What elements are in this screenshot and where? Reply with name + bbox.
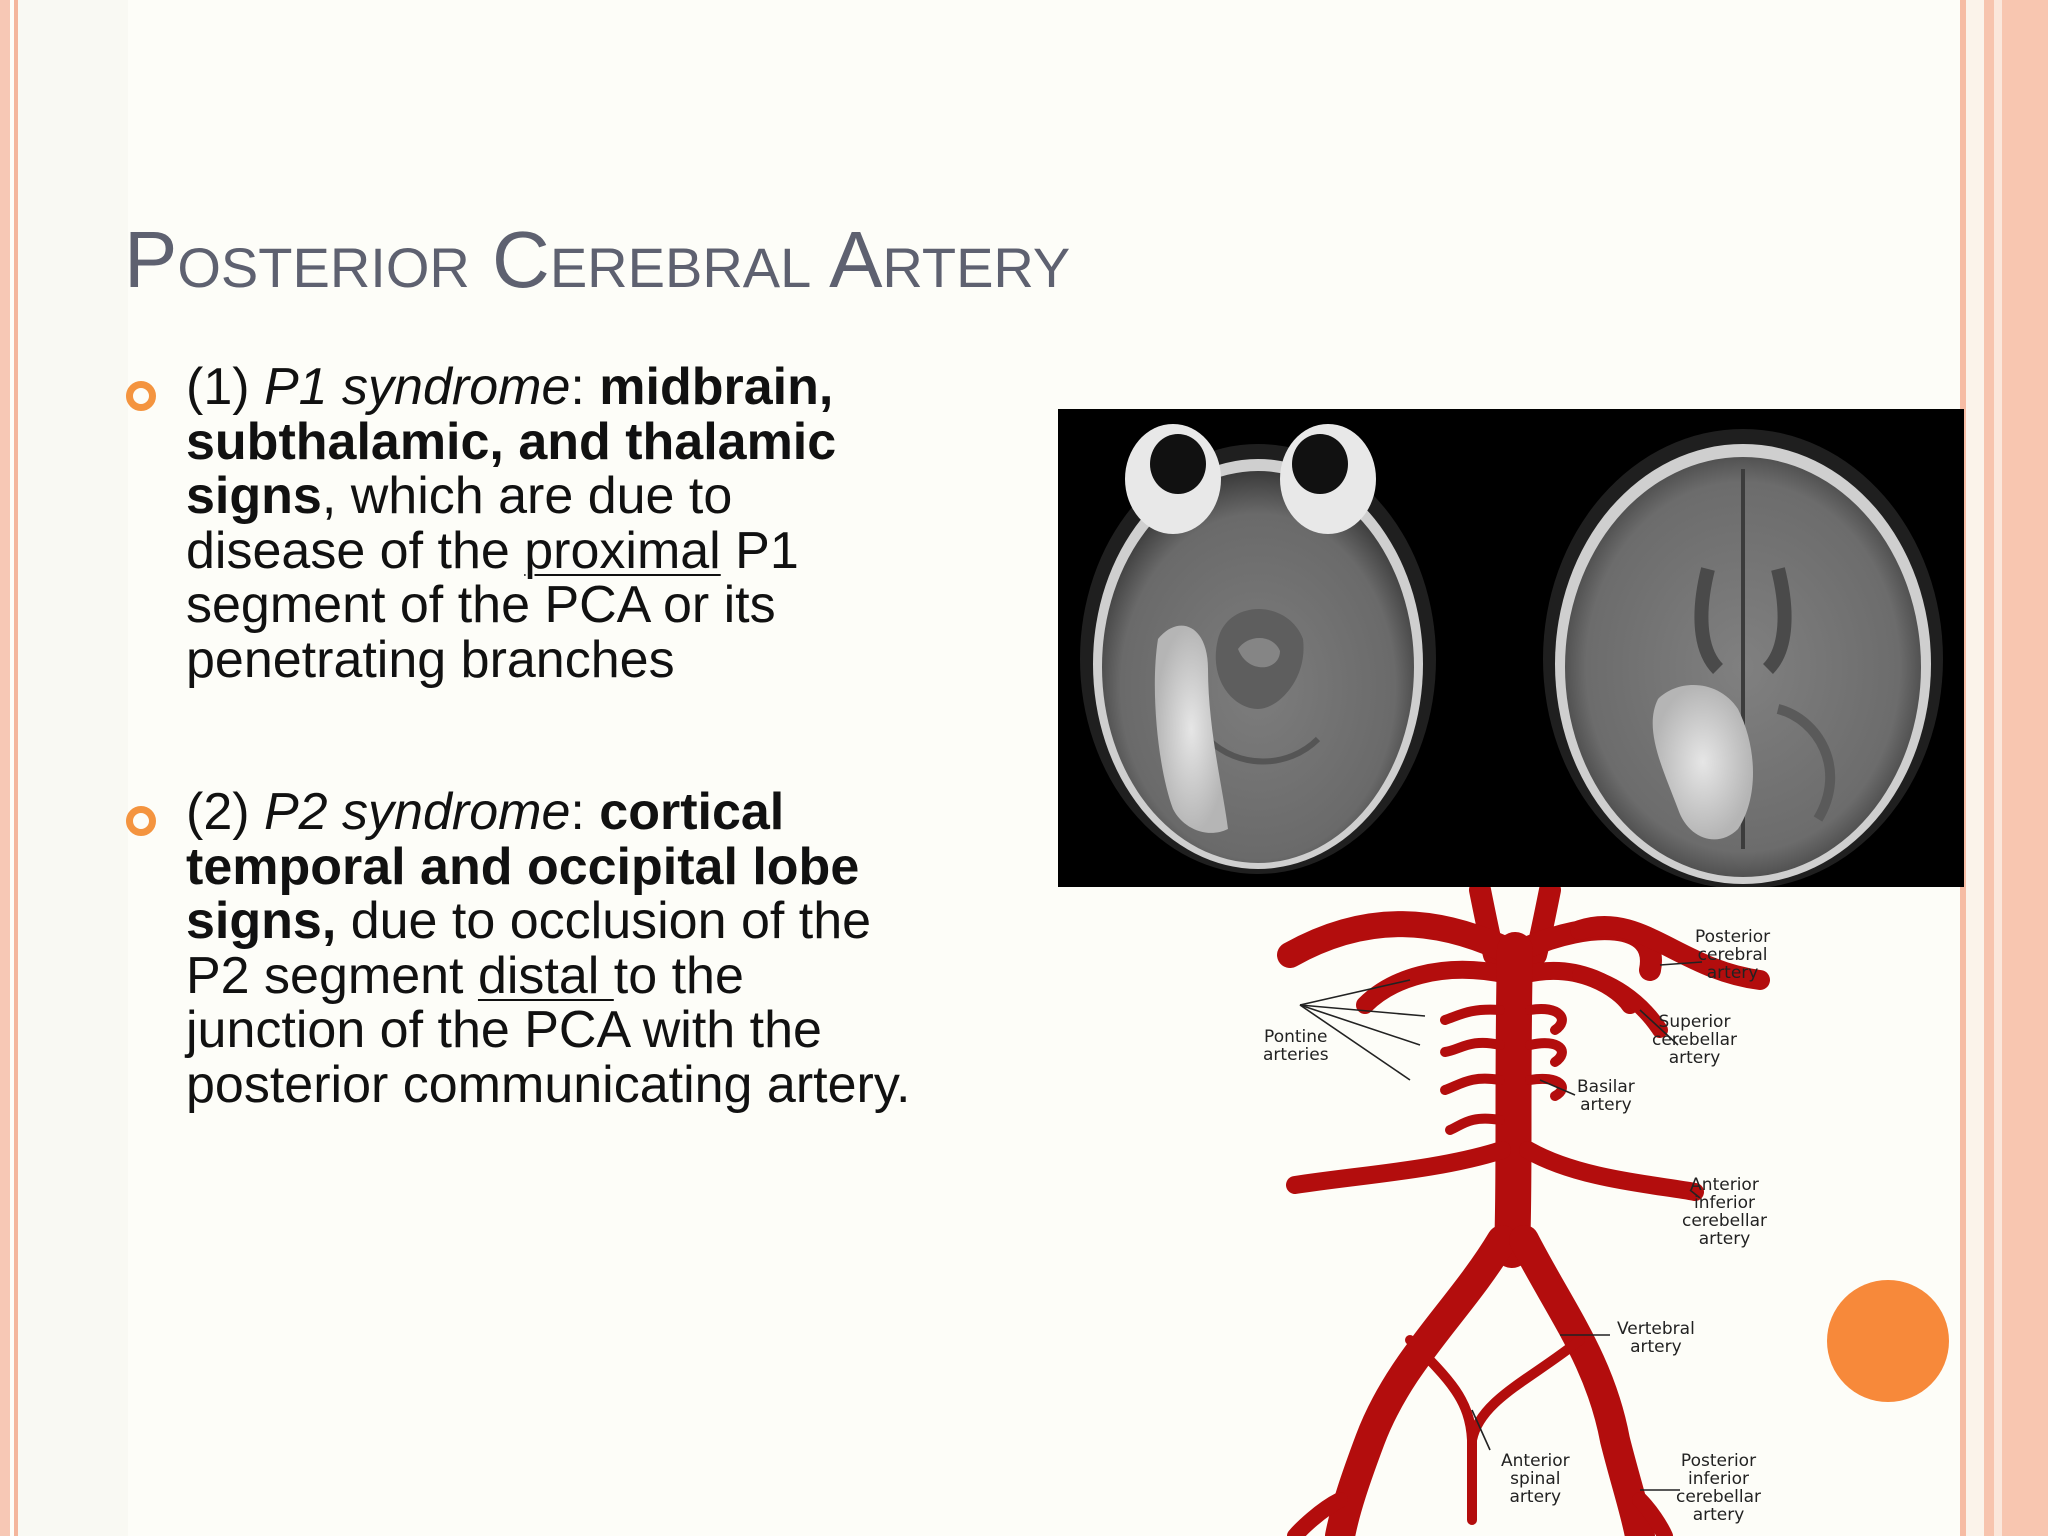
right-border-stripe	[1984, 0, 1994, 1536]
colon: :	[570, 358, 600, 416]
label-anterior-inferior-cerebellar-artery: Anterior inferior cerebellar artery	[1682, 1175, 1767, 1249]
bullet-text-end: to the junction of the PCA with the post…	[186, 946, 911, 1114]
left-border-stripe	[0, 0, 10, 1536]
left-margin-panel	[18, 0, 128, 1536]
syndrome-signs: cortical temporal and occipital lobe sig…	[186, 783, 860, 950]
artery-vessels	[1277, 880, 1770, 1536]
label-posterior-cerebral-artery: Posterior cerebral artery	[1695, 927, 1771, 983]
bullet-p2-syndrome: (2) P2 syndrome: cortical temporal and o…	[124, 785, 924, 1112]
label-basilar-artery: Basilar artery	[1577, 1077, 1635, 1115]
vertebrobasilar-artery-diagram	[1277, 880, 1770, 1536]
syndrome-term: P1 syndrome	[264, 358, 571, 416]
label-superior-cerebellar-artery: Superior cerebellar artery	[1652, 1012, 1737, 1068]
syndrome-signs: midbrain, subthalamic, and thalamic sign…	[186, 358, 837, 525]
underlined-term: proximal	[524, 521, 721, 580]
bullet-text: due to occlusion of the P2 segment	[186, 892, 872, 1005]
label-pontine-arteries: Pontine arteries	[1263, 1027, 1329, 1065]
mri-right-slice	[1543, 429, 1943, 887]
right-border-gap	[1966, 0, 1984, 1536]
mri-brain-scans	[1080, 424, 1943, 887]
bullet-ring-icon	[126, 381, 156, 411]
right-border-gap-2	[1994, 0, 2002, 1536]
bullet-p1-syndrome: (1) P1 syndrome: midbrain, subthalamic, …	[124, 360, 924, 687]
label-leader-lines	[1299, 961, 1703, 1491]
label-anterior-spinal-artery: Anterior spinal artery	[1501, 1451, 1570, 1507]
bullet-text: , which are due to disease of the	[186, 467, 733, 580]
colon: :	[570, 783, 600, 841]
syndrome-term: P2 syndrome	[264, 783, 571, 841]
label-vertebral-artery: Vertebral artery	[1617, 1319, 1695, 1357]
slide-title: Posterior Cerebral Artery	[124, 215, 1071, 304]
bullet-number: (1)	[186, 358, 264, 416]
bullet-text-end: P1 segment of the PCA or its penetrating…	[186, 521, 799, 689]
label-posterior-inferior-cerebellar-artery: Posterior inferior cerebellar artery	[1676, 1451, 1761, 1525]
decorative-orange-circle	[1827, 1280, 1949, 1402]
bullet-list: (1) P1 syndrome: midbrain, subthalamic, …	[124, 360, 924, 1112]
underlined-term: distal	[477, 946, 614, 1005]
bullet-number: (2)	[186, 783, 264, 841]
mri-axial-flair-image	[1058, 409, 1964, 887]
mri-left-slice	[1080, 424, 1436, 874]
left-border-line	[14, 0, 18, 1536]
bullet-ring-icon	[126, 806, 156, 836]
right-border-band	[2002, 0, 2048, 1536]
